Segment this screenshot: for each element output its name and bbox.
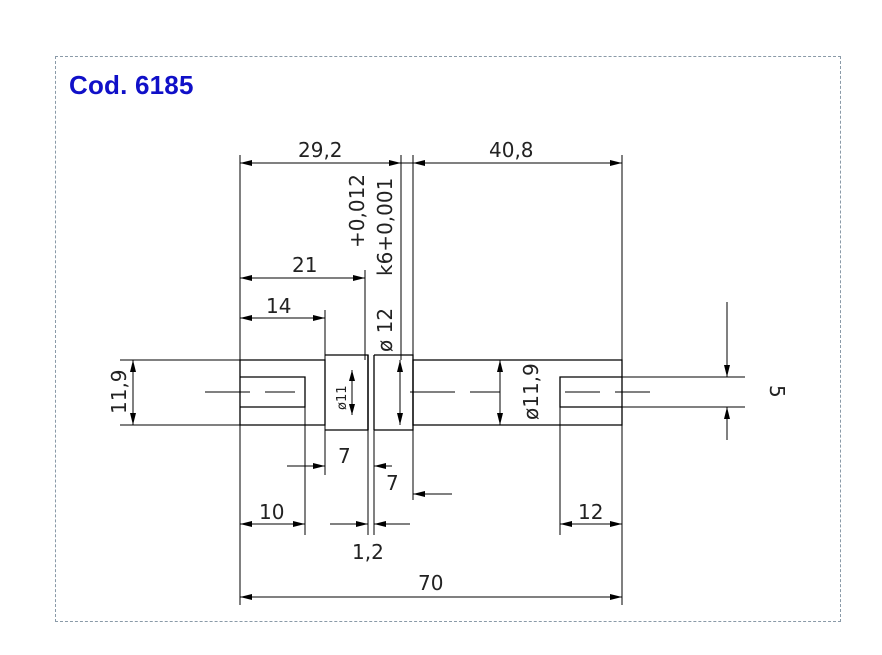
dim-40-8: 40,8 [489, 138, 534, 162]
dim-diameter-11-9: ø11,9 [519, 363, 543, 420]
dim-tolerance-fit: k6+0,001 [373, 178, 397, 276]
dim-7-b: 7 [386, 471, 399, 495]
left-slot [240, 376, 306, 408]
right-slot [559, 376, 622, 408]
part-outline [120, 354, 745, 431]
dim-7-a: 7 [338, 444, 351, 468]
dim-12: 12 [578, 500, 603, 524]
dim-10: 10 [259, 500, 284, 524]
dim-14: 14 [266, 294, 291, 318]
dim-diameter-11: ø11 [335, 386, 350, 411]
dim-5: 5 [765, 385, 789, 398]
dim-70: 70 [418, 571, 443, 595]
collar-right [374, 354, 414, 431]
dim-1-2: 1,2 [352, 540, 384, 564]
extension-lines [239, 155, 623, 605]
dim-tolerance-upper: +0,012 [345, 174, 369, 248]
drawing-frame [55, 56, 841, 622]
dimension-lines [130, 160, 730, 600]
dim-11-9-left: 11,9 [107, 369, 131, 414]
dim-29-2: 29,2 [298, 138, 343, 162]
dim-21: 21 [292, 253, 317, 277]
product-code-title: Cod. 6185 [69, 70, 194, 100]
dim-diameter-12: ø 12 [373, 308, 397, 352]
dimension-labels: 29,2 40,8 21 14 +0,012 k6+0,001 ø 12 11,… [107, 138, 789, 595]
